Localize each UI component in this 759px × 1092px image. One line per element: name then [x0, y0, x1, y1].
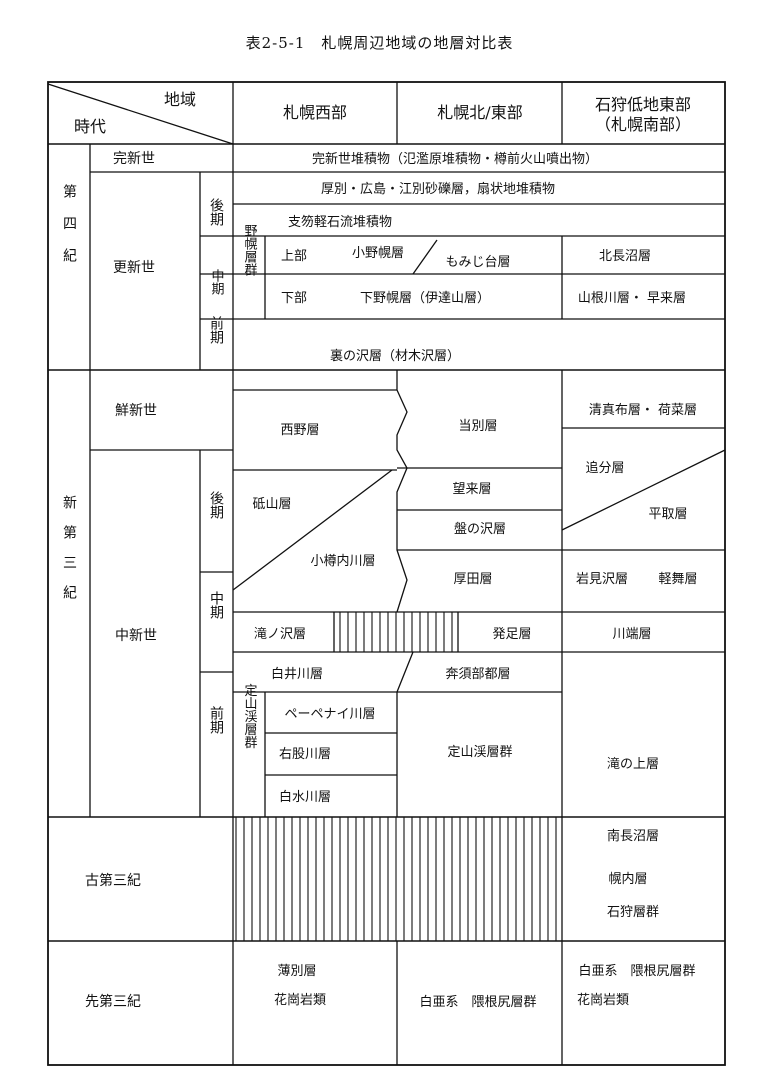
formation-kawabata: 川端層	[612, 627, 651, 642]
subepoch-early-pleistocene: 前期	[208, 315, 224, 345]
formation-holocene-deposits: 完新世堆積物（氾濫原堆積物・樽前火山噴出物）	[312, 151, 598, 167]
formation-hattari: 発足層	[492, 627, 531, 642]
formation-kiyomappu: 清真布層・ 荷菜層	[589, 403, 697, 418]
group-lower: 下部	[281, 291, 307, 306]
formation-momijidai: もみじ台層	[445, 255, 510, 270]
epoch-pleistocene: 更新世	[113, 260, 155, 276]
header-era-label: 時代	[74, 117, 106, 136]
formation-banosawa: 盤の沢層	[454, 522, 506, 537]
formation-usubetsu: 薄別層	[277, 964, 316, 979]
subepoch-late-pleistocene: 後期	[208, 198, 224, 227]
formation-atsuta: 厚田層	[453, 572, 492, 587]
formation-toubetsu: 当別層	[458, 419, 497, 434]
epoch-pliocene: 鮮新世	[115, 403, 157, 419]
formation-otarunaigawa: 小樽内川層	[310, 553, 375, 569]
formation-atsubetsu: 厚別・広島・江別砂礫層，扇状地堆積物	[321, 181, 555, 197]
formation-iwamisawa: 岩見沢層	[576, 572, 628, 587]
formation-yamanekawa: 山根川層・ 早来層	[578, 291, 686, 306]
formation-takinoue: 滝の上層	[607, 757, 659, 772]
header-col-ishikari-line1: 石狩低地東部	[595, 95, 691, 114]
formation-shiromizugawa: 白水川層	[279, 789, 331, 805]
formation-shimonopporo: 下野幌層（伊達山層）	[360, 290, 490, 306]
formation-shiraigawa: 白井川層	[271, 666, 323, 682]
subepoch-middle-miocene: 中期	[208, 591, 224, 620]
period-neogene: 新第三紀	[61, 495, 77, 615]
formation-hontsube: 奔須部都層	[445, 667, 510, 682]
formation-bourai: 望来層	[452, 481, 491, 497]
formation-jozankei-group: 定山渓層群	[447, 745, 512, 760]
formation-uranosawa: 裏の沢層（材木沢層）	[330, 349, 460, 364]
formation-cretaceous-right: 白亜系 隈根尻層群	[578, 963, 695, 979]
header-region-label: 地域	[164, 90, 196, 109]
formation-matagawa: 右股川層	[279, 747, 331, 762]
hiatus-hatch-paleogene	[233, 817, 562, 941]
formation-granite-right: 花崗岩類	[577, 992, 629, 1008]
group-nopporo: 野幌層群	[242, 224, 258, 276]
formation-cretaceous-mid: 白亜系 隈根尻層群	[419, 994, 536, 1010]
formation-onopporo: 小野幌層	[352, 245, 404, 261]
period-paleogene: 古第三紀	[85, 872, 141, 889]
epoch-miocene: 中新世	[115, 628, 157, 644]
header-col-north-east: 札幌北/東部	[437, 103, 522, 122]
formation-pepenai: ペーペナイ川層	[284, 707, 375, 722]
formation-toyama: 砥山層	[252, 497, 291, 512]
formation-granite-west: 花崗岩類	[274, 992, 326, 1008]
table-title: 表2-5-1 札幌周辺地域の地層対比表	[245, 34, 514, 52]
hiatus-hatch-miocene	[334, 612, 458, 652]
formation-nishino: 西野層	[280, 423, 319, 438]
period-pre-tertiary: 先第三紀	[85, 993, 141, 1010]
subepoch-late-miocene: 後期	[208, 491, 224, 520]
formation-hiratori: 平取層	[648, 507, 687, 522]
formation-shikotsu: 支笏軽石流堆積物	[288, 214, 392, 230]
formation-minaminaganuma: 南長沼層	[607, 828, 659, 844]
formation-takinosawa: 滝ノ沢層	[254, 627, 306, 642]
table-grid	[47, 81, 726, 1066]
formation-horonai: 幌内層	[608, 871, 647, 887]
formation-oiwake: 追分層	[585, 460, 624, 476]
formation-karumai: 軽舞層	[658, 572, 697, 587]
formation-ishikari-group: 石狩層群	[607, 905, 659, 920]
group-upper: 上部	[281, 249, 307, 264]
header-col-ishikari-line2: （札幌南部）	[595, 115, 691, 134]
group-jozankei: 定山渓層群	[242, 684, 258, 749]
subepoch-early-miocene: 前期	[208, 705, 224, 735]
subepoch-middle-pleistocene: 中期	[209, 269, 225, 296]
header-col-west: 札幌西部	[283, 103, 347, 122]
period-quaternary: 第四紀	[61, 183, 77, 280]
formation-kitanaganuma: 北長沼層	[599, 249, 651, 264]
epoch-holocene: 完新世	[113, 151, 155, 167]
